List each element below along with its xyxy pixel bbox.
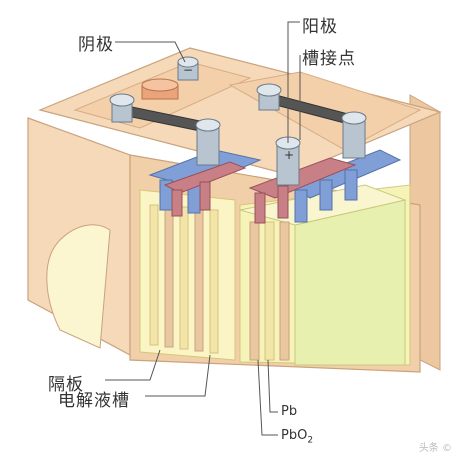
post-3 (256, 83, 282, 111)
red-tooth-1 (171, 189, 183, 217)
electrolyte-block (294, 199, 406, 366)
plus-sign: + (284, 148, 295, 162)
label-pbo2: PbO2 (281, 428, 314, 446)
red-tooth-4 (277, 185, 289, 219)
plate-4 (194, 207, 204, 352)
blue-tooth-3 (294, 189, 308, 223)
lid-cylinder (141, 78, 179, 100)
blue-tooth-5 (344, 169, 358, 201)
case-cutaway (46, 224, 111, 349)
label-pb: Pb (281, 404, 298, 419)
label-electrolyte-tank: 电解液槽 (58, 391, 130, 411)
label-terminal: 槽接点 (302, 49, 356, 69)
plate-6 (249, 221, 260, 361)
post-4 (341, 111, 367, 159)
plate-5 (209, 209, 219, 354)
plate-1 (149, 204, 159, 346)
negative-terminal (177, 56, 199, 81)
watermark: 头条 © (418, 443, 452, 454)
label-separator: 隔板 (48, 375, 84, 395)
minus-sign: − (183, 63, 194, 77)
blue-tooth-4 (319, 179, 333, 211)
red-comb-right (248, 157, 357, 199)
post-1 (109, 93, 135, 123)
red-tooth-3 (254, 192, 266, 224)
post-2 (195, 118, 221, 166)
plate-2 (164, 204, 174, 348)
plate-7 (264, 221, 275, 361)
red-tooth-2 (199, 181, 211, 211)
plate-3 (179, 206, 189, 350)
leader-lines (105, 21, 301, 436)
label-anode: 阳极 (302, 17, 338, 37)
label-cathode: 阴极 (78, 35, 114, 55)
plate-8 (279, 221, 290, 361)
